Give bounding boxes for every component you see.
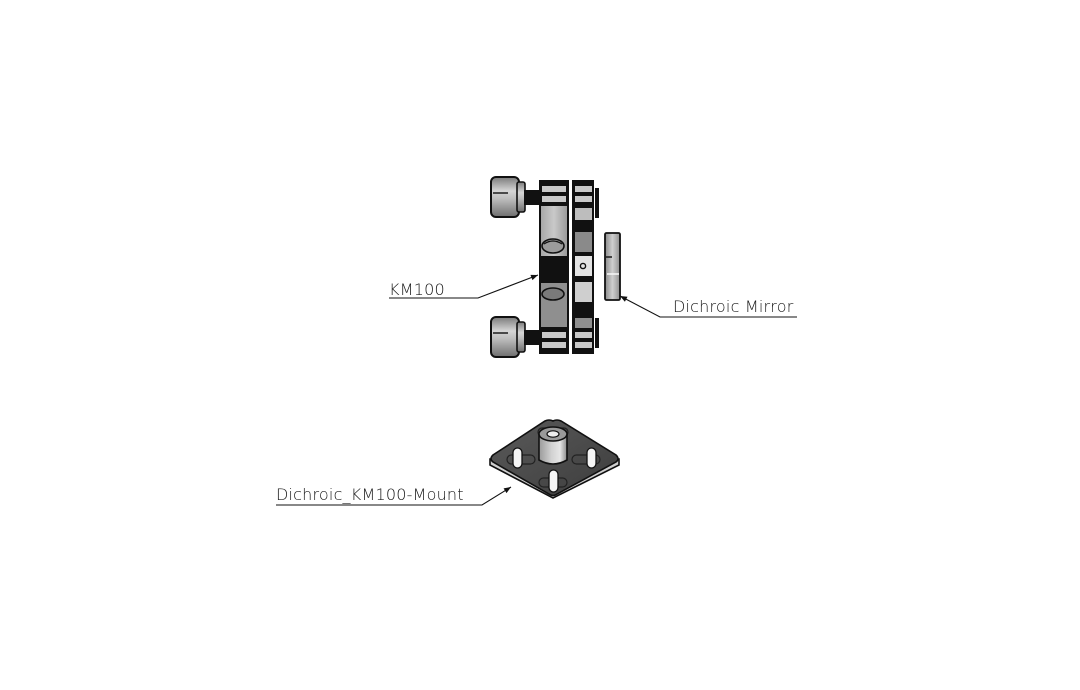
mirror-leader: [619, 295, 797, 318]
base-plate-part: [489, 419, 620, 499]
dichroic-mirror-label: Dichroic Mirror: [673, 297, 794, 316]
mount-leader: [276, 486, 512, 506]
km100-leader: [389, 274, 539, 299]
km100-mount-part: [490, 176, 599, 358]
km100-label: KM100: [389, 280, 445, 299]
leader-lines: [276, 274, 797, 506]
front-plate: [539, 180, 569, 354]
bottom-adjuster-knob: [490, 316, 540, 358]
post: [538, 426, 568, 465]
dichroic-mirror-part: [604, 232, 621, 301]
top-adjuster-knob: [490, 176, 540, 218]
back-plate: [572, 180, 599, 354]
dichroic-km100-mount-label: Dichroic_KM100-Mount: [276, 485, 464, 504]
